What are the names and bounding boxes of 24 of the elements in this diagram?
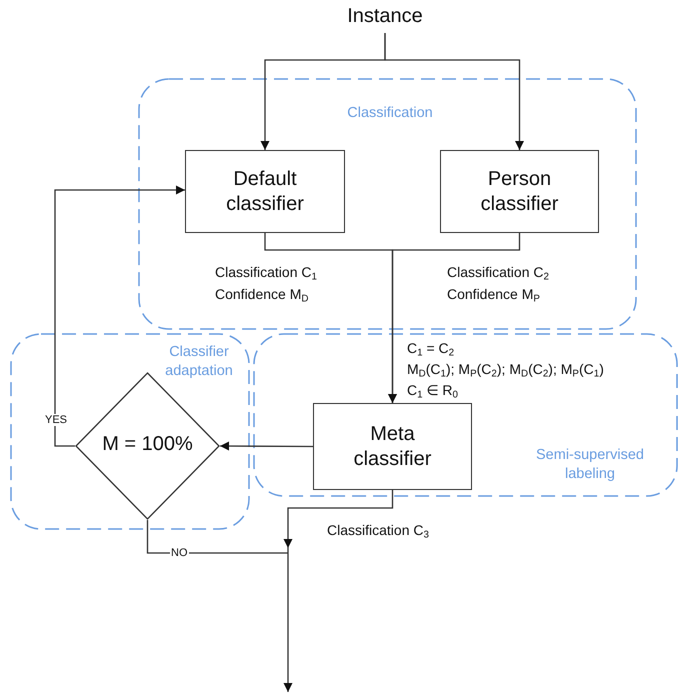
arrow <box>283 548 293 692</box>
decision-label: M = 100% <box>101 433 194 456</box>
arrow <box>54 185 185 447</box>
process-box: Default classifier <box>185 150 345 233</box>
arrow <box>283 490 394 548</box>
region-title: Classification <box>346 104 434 123</box>
arrow <box>388 233 520 403</box>
edge-label: YES <box>44 414 68 426</box>
annotation-text: Classification C$_{1}$ <box>215 264 317 284</box>
input-label: Instance <box>325 5 445 33</box>
edge-label: NO <box>170 547 188 560</box>
region-title: Semi-supervised labeling <box>535 446 645 484</box>
arrow <box>384 33 524 150</box>
process-box: Person classifier <box>440 150 599 233</box>
annotation-text: M$_{D}$(C$_{1}$); M$_{P}$(C$_{2}$); M$_{D}$(C$_{2}$); M$_{P}$(C$_{1}$) <box>407 361 604 380</box>
annotation-text: C$_{1}$ = C$_{2}$ <box>407 340 454 360</box>
annotation-text: Classification C$_{2}$ <box>447 264 549 284</box>
process-box: Meta classifier <box>313 403 472 490</box>
region-title: Classifier adaptation <box>164 343 234 381</box>
annotation-text: Confidence M$_{D}$ <box>215 286 308 306</box>
annotation-text: Classification C$_{3}$ <box>327 522 429 542</box>
annotation-text: C$_{1}$ ∈ R$_{0}$ <box>407 382 458 402</box>
arrow <box>220 442 313 451</box>
annotation-text: Confidence M$_{P}$ <box>447 286 540 306</box>
